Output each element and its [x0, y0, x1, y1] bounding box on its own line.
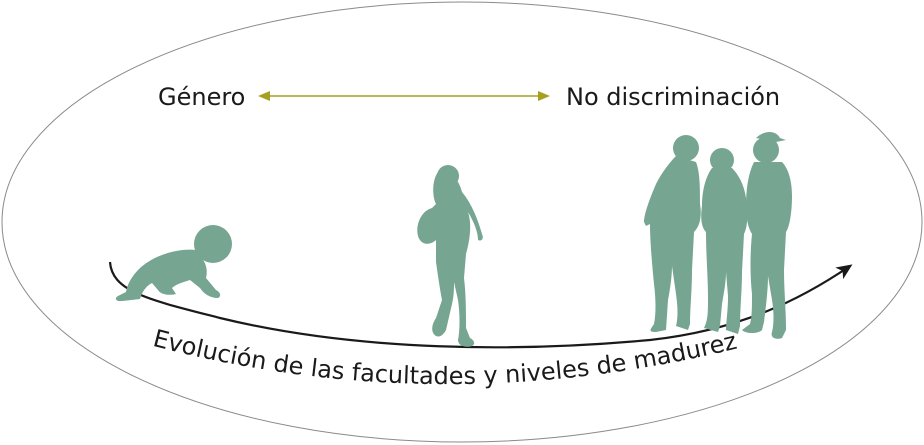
- label-genero: Género: [158, 83, 245, 111]
- evolution-caption: Evolución de las facultades y niveles de…: [150, 324, 739, 390]
- baby-crawling-figure: [115, 225, 232, 302]
- adolescent-group-figure: [644, 132, 792, 339]
- evolution-caption-text: Evolución de las facultades y niveles de…: [150, 324, 739, 390]
- child-walking-figure: [417, 165, 483, 347]
- label-no-discriminacion: No discriminación: [566, 83, 780, 111]
